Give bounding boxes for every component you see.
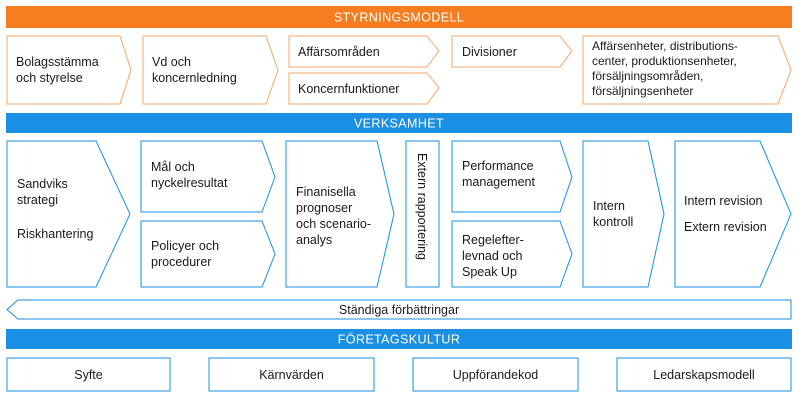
governance-header: STYRNINGSMODELL — [334, 11, 464, 25]
governance-bar — [6, 6, 792, 28]
governance-text-affarsomraden: Affärsområden — [298, 45, 380, 59]
governance-box-bolagsstamma — [6, 35, 132, 105]
culture-header: FÖRETAGSKULTUR — [338, 333, 461, 347]
improvement-arrow — [6, 299, 792, 320]
culture-bar — [6, 329, 792, 349]
operations-box-policyer — [140, 220, 276, 288]
operations-text-intern-kontroll: Intern kontroll — [593, 199, 633, 229]
operations-box-intern-kontroll — [582, 140, 665, 288]
operations-box-revision — [674, 140, 792, 288]
operations-text-performance: Performance management — [462, 159, 537, 189]
operations-text-riskhantering: Riskhantering — [17, 227, 93, 241]
operations-box-performance — [451, 140, 573, 213]
operations-header: VERKSAMHET — [354, 117, 444, 131]
culture-text-karnvarden: Kärnvärden — [259, 368, 324, 382]
operations-box-prognoser — [285, 140, 395, 288]
governance-box-divisioner — [451, 35, 573, 68]
governance-box-affarsomraden — [288, 35, 440, 68]
governance-box-vd — [142, 35, 279, 105]
governance-text-bolagsstamma: Bolagsstämma och styrelse — [16, 55, 102, 85]
operations-text-strategi: Sandviks strategi — [17, 177, 71, 207]
operations-text-extern-revision: Extern revision — [684, 220, 767, 234]
governance-box-affarsenheter — [582, 35, 792, 105]
operations-text-extern-rapportering: Extern rapportering — [415, 153, 429, 260]
governance-text-affarsenheter: Affärsenheter, distributions- center, pr… — [592, 39, 741, 98]
governance-box-koncernfunktioner — [288, 72, 440, 105]
operations-box-extern-rapportering — [405, 140, 440, 288]
operations-text-intern-revision: Intern revision — [684, 194, 763, 208]
operations-text-regelefterlevnad: Regelefter- levnad och Speak Up — [462, 233, 527, 279]
culture-box-karnvarden — [208, 357, 375, 392]
culture-box-ledarskapsmodell — [616, 357, 792, 392]
operations-text-policyer: Policyer och procedurer — [151, 239, 223, 269]
operations-text-mal: Mål och nyckelresultat — [151, 160, 228, 190]
culture-text-ledarskapsmodell: Ledarskapsmodell — [653, 368, 754, 382]
operations-bar — [6, 113, 792, 133]
culture-text-uppforandekod: Uppförandekod — [453, 368, 539, 382]
governance-text-vd: Vd och koncernledning — [152, 55, 237, 85]
operations-box-strategi — [6, 140, 131, 288]
operations-box-regelefterlevnad — [451, 220, 573, 288]
culture-box-syfte — [6, 357, 171, 392]
operations-text-prognoser: Finanisella prognoser och scenario- anal… — [296, 185, 375, 247]
operations-box-mal — [140, 140, 276, 213]
governance-text-divisioner: Divisioner — [462, 45, 517, 59]
culture-text-syfte: Syfte — [74, 368, 103, 382]
culture-box-uppforandekod — [412, 357, 579, 392]
improvement-text: Ständiga förbättringar — [339, 303, 459, 317]
governance-text-koncernfunktioner: Koncernfunktioner — [298, 82, 399, 96]
